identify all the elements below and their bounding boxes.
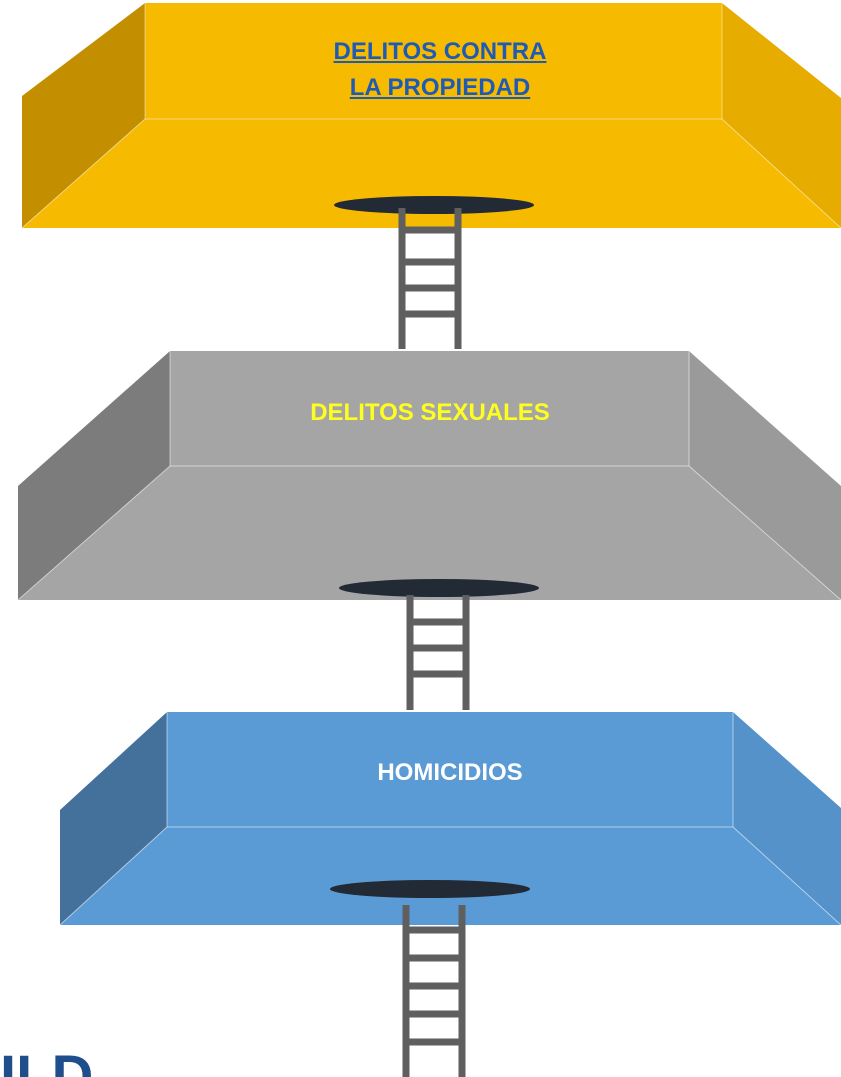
level-3-left-wall xyxy=(60,712,167,925)
ladder-3 xyxy=(402,905,466,1077)
cropped-corner-text: ILD xyxy=(0,1048,120,1077)
level-3-right-wall xyxy=(733,712,841,925)
level-2-left-wall xyxy=(18,351,170,600)
ladder-1 xyxy=(398,208,462,349)
level-1-label[interactable]: DELITOS CONTRA LA PROPIEDAD xyxy=(290,34,590,106)
hole-1 xyxy=(334,196,534,214)
level-2-label-line-1: DELITOS SEXUALES xyxy=(310,399,550,426)
level-1-right-wall xyxy=(722,3,841,228)
ladder-2 xyxy=(406,595,470,710)
level-1-back-wall xyxy=(145,3,722,119)
level-2-right-wall xyxy=(689,351,841,600)
level-3-box xyxy=(59,712,841,926)
level-2-label: DELITOS SEXUALES xyxy=(170,395,690,431)
level-2-back-wall xyxy=(170,351,689,466)
level-3-label-line-1: HOMICIDIOS xyxy=(377,759,523,786)
hole-3 xyxy=(330,880,530,898)
level-2-box xyxy=(17,351,841,601)
level-1-floor xyxy=(22,119,841,228)
level-3-floor xyxy=(60,827,841,925)
level-1-box xyxy=(21,3,841,229)
level-1-label-line-2[interactable]: LA PROPIEDAD xyxy=(349,74,531,101)
level-1-left-wall xyxy=(22,3,145,228)
level-3-label: HOMICIDIOS xyxy=(170,755,730,791)
hole-2 xyxy=(339,579,539,597)
level-1-label-line-1[interactable]: DELITOS CONTRA xyxy=(333,38,547,65)
level-2-floor xyxy=(18,466,841,600)
level-3-back-wall xyxy=(167,712,733,827)
